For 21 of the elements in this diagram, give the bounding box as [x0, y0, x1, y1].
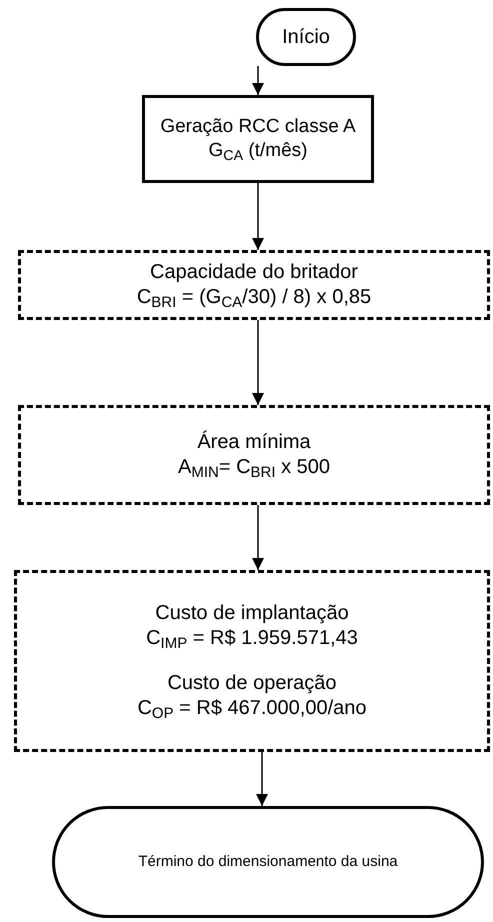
dashed-process-box: [18, 250, 490, 320]
formula-text: C$_{BRI}$ = (G$_{CA}$/30) / 8) x 0,85: [136, 285, 372, 310]
dashed-process-box: [18, 405, 490, 505]
arrow: [252, 66, 264, 95]
arrow: [252, 320, 264, 405]
formula-text: G$_{CA}$ (t/mês): [208, 139, 308, 163]
arrow: [252, 505, 264, 570]
step-text: Custo de implantação: [154, 601, 350, 626]
dashed-process-box: [14, 570, 490, 752]
arrow: [256, 752, 268, 806]
formula-text: C$_{IMP}$ = R$ 1.959.571,43: [145, 626, 359, 651]
step-text: Custo de operação: [166, 671, 338, 696]
step-text: Geração RCC classe A: [159, 115, 357, 139]
step-text: Término do dimensionamento da usina: [137, 852, 399, 872]
formula-text: A$_{MIN}$= C$_{BRI}$ x 500: [176, 455, 332, 480]
process-box: [142, 95, 374, 183]
step-text: Área mínima: [196, 430, 312, 455]
step-text: Início: [281, 24, 331, 50]
formula-text: C$_{OP}$ = R$ 467.000,00/ano: [136, 696, 368, 721]
step-text: Capacidade do britador: [149, 260, 359, 285]
arrow: [252, 183, 264, 250]
